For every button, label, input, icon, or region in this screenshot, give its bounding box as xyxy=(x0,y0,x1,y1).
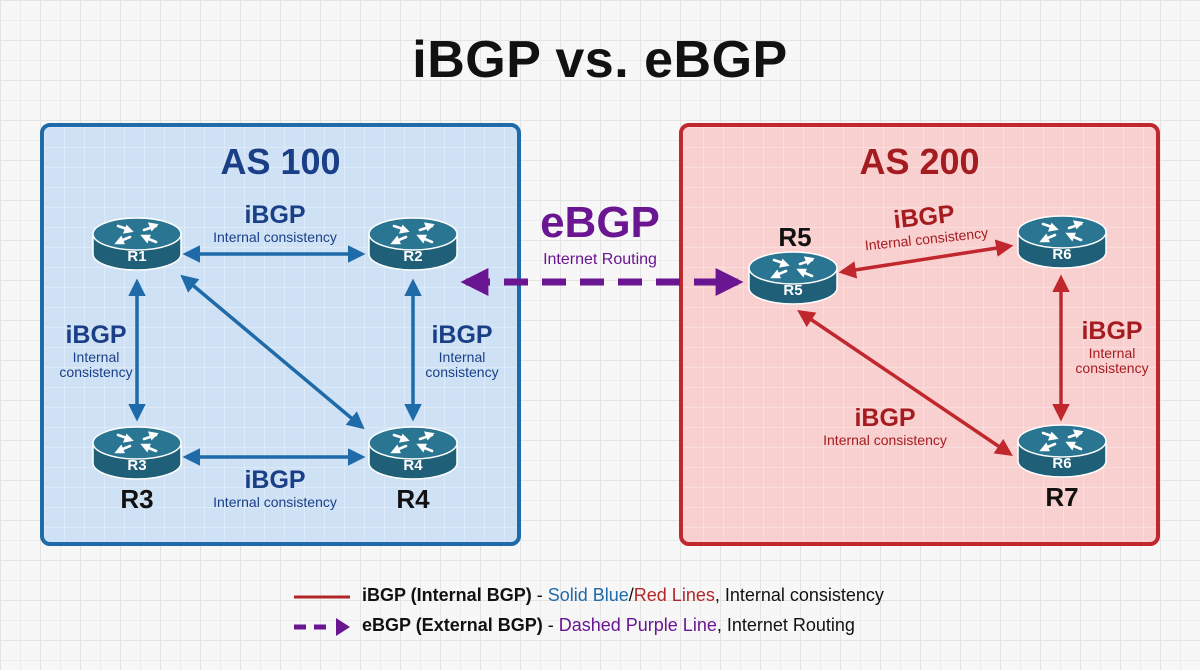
legend-ebgp-rest: , Internet Routing xyxy=(716,615,855,635)
router-r1[interactable]: R1 xyxy=(90,216,184,274)
node-name-r4: R4 xyxy=(396,484,430,514)
as-200-title: AS 200 xyxy=(859,141,980,182)
router-icon xyxy=(91,216,183,272)
router-icon xyxy=(367,425,459,481)
router-r2[interactable]: R2 xyxy=(366,216,460,274)
router-r4[interactable]: R4 xyxy=(366,425,460,483)
label-r1-r2-title: iBGP xyxy=(244,201,306,229)
label-r2-r4: iBGP Internal consistency xyxy=(414,321,510,380)
label-r3-r4: iBGP Internal consistency xyxy=(190,466,360,510)
router-r6-icon-label: R6 xyxy=(1052,246,1072,263)
node-name-r3: R3 xyxy=(120,484,154,514)
router-r3-icon-label: R3 xyxy=(127,457,147,474)
as-100-title: AS 100 xyxy=(220,141,341,182)
label-r3-r4-sub: Internal consistency xyxy=(213,493,337,510)
label-r2-r4-sub1: Internal xyxy=(438,348,486,365)
legend-ibgp-red: Red Lines xyxy=(633,585,715,605)
router-icon xyxy=(747,250,839,306)
legend-ibgp-sep: - xyxy=(531,585,548,605)
ebgp-sublabel: Internet Routing xyxy=(543,251,657,268)
legend-ibgp-rest: , Internal consistency xyxy=(714,585,884,605)
label-r6-r7-sub1: Internal xyxy=(1088,344,1136,361)
router-r2-icon-label: R2 xyxy=(403,248,423,265)
label-r6-r7-sub2: consistency xyxy=(1075,359,1149,376)
label-r1-r3-title: iBGP xyxy=(65,321,127,349)
label-r1-r3-sub2: consistency xyxy=(59,363,133,380)
legend-ibgp-title: iBGP (Internal BGP) xyxy=(362,585,532,605)
legend-ebgp-purple: Dashed Purple Line xyxy=(558,615,717,635)
node-name-r5: R5 xyxy=(778,222,812,252)
label-r3-r4-title: iBGP xyxy=(244,466,306,494)
router-icon xyxy=(1016,423,1108,479)
legend-ibgp-blue: Solid Blue xyxy=(547,585,629,605)
router-r4-icon-label: R4 xyxy=(403,457,423,474)
legend-ibgp-slash: / xyxy=(628,585,634,605)
router-r7[interactable]: R6 xyxy=(1015,423,1109,481)
router-icon xyxy=(367,216,459,272)
label-r1-r2: iBGP Internal consistency xyxy=(190,201,360,245)
label-r5-r7-sub: Internal consistency xyxy=(823,431,947,448)
label-r1-r3-sub1: Internal xyxy=(72,348,120,365)
link-r5-r6 xyxy=(838,239,1014,279)
label-r2-r4-sub2: consistency xyxy=(425,363,499,380)
router-r6[interactable]: R6 xyxy=(1015,214,1109,272)
router-icon xyxy=(91,425,183,481)
label-r5-r7-title: iBGP xyxy=(854,404,916,432)
legend-solid-line-icon xyxy=(294,595,350,599)
router-r1-icon-label: R1 xyxy=(127,248,147,265)
router-r5[interactable]: R5 xyxy=(746,250,840,308)
router-icon xyxy=(1016,214,1108,270)
router-r7-icon-label: R6 xyxy=(1052,455,1072,472)
ebgp-label: eBGP xyxy=(540,198,660,247)
label-r1-r3: iBGP Internal consistency xyxy=(48,321,144,380)
label-r2-r4-title: iBGP xyxy=(431,321,493,349)
diagram-title: iBGP vs. eBGP xyxy=(412,31,788,89)
label-r5-r7: iBGP Internal consistency xyxy=(810,404,960,448)
label-r6-r7: iBGP Internal consistency xyxy=(1064,317,1160,376)
link-r1-r4 xyxy=(180,274,365,430)
legend-dashed-arrow-icon xyxy=(294,618,350,636)
label-r1-r2-sub: Internal consistency xyxy=(213,228,337,245)
node-name-r7: R7 xyxy=(1045,482,1079,512)
router-r3[interactable]: R3 xyxy=(90,425,184,483)
legend-ebgp-sep: - xyxy=(542,615,559,635)
link-r5-r7 xyxy=(797,310,1013,456)
router-r5-icon-label: R5 xyxy=(783,282,803,299)
legend-ebgp-title: eBGP (External BGP) xyxy=(362,615,543,635)
label-r6-r7-title: iBGP xyxy=(1081,317,1143,345)
